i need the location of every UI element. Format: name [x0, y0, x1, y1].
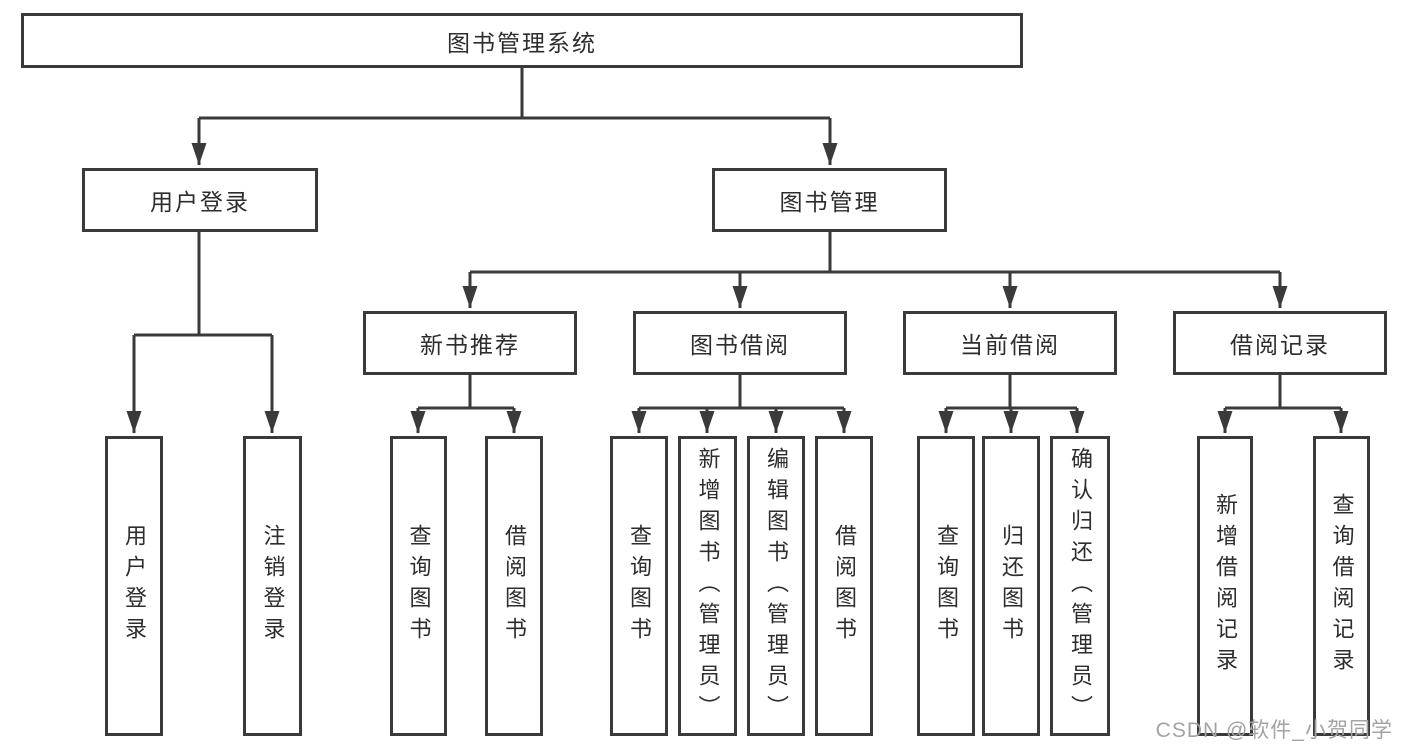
node-new-book-recommend-label: 新书推荐: [420, 332, 520, 358]
node-root-label: 图书管理系统: [447, 29, 597, 56]
node-current-borrowing-label: 当前借阅: [960, 332, 1060, 358]
node-book-management-label: 图书管理: [779, 189, 880, 215]
leaf-label: 确认归还（管理员）: [1068, 446, 1093, 726]
leaf-label: 查询图书: [934, 524, 959, 648]
node-user-login-label: 用户登录: [150, 189, 250, 215]
leaf-label: 编辑图书（管理员）: [764, 446, 789, 726]
node-borrow-records: 借阅记录: [1173, 311, 1387, 375]
node-leaf-add-books-admin: 新增图书（管理员）: [678, 436, 737, 736]
node-leaf-query-books-2: 查询图书: [610, 436, 668, 736]
leaf-label: 查询图书: [627, 524, 652, 648]
node-borrow-records-label: 借阅记录: [1230, 332, 1330, 358]
leaf-label: 查询图书: [406, 524, 432, 648]
node-leaf-borrow-books-1: 借阅图书: [485, 436, 543, 736]
node-leaf-edit-books-admin: 编辑图书（管理员）: [747, 436, 805, 736]
node-leaf-logout: 注销登录: [243, 436, 302, 736]
leaf-label: 注销登录: [260, 524, 286, 648]
node-book-borrowing: 图书借阅: [633, 311, 847, 375]
watermark: CSDN @软件_小贺同学: [1155, 719, 1393, 742]
node-root: 图书管理系统: [21, 13, 1023, 68]
node-new-book-recommend: 新书推荐: [363, 311, 577, 375]
leaf-label: 归还图书: [999, 524, 1024, 648]
leaf-label: 用户登录: [122, 524, 147, 648]
node-book-management: 图书管理: [712, 168, 947, 232]
node-leaf-borrow-books-2: 借阅图书: [815, 436, 873, 736]
node-leaf-query-books-1: 查询图书: [390, 436, 447, 736]
node-leaf-return-books: 归还图书: [982, 436, 1040, 736]
node-leaf-query-books-3: 查询图书: [917, 436, 975, 736]
leaf-label: 借阅图书: [832, 524, 857, 648]
node-leaf-user-login: 用户登录: [105, 436, 163, 736]
node-leaf-add-borrow-record: 新增借阅记录: [1197, 436, 1253, 736]
node-book-borrowing-label: 图书借阅: [690, 332, 790, 358]
node-leaf-confirm-return-admin: 确认归还（管理员）: [1050, 436, 1110, 736]
node-current-borrowing: 当前借阅: [903, 311, 1117, 375]
node-user-login: 用户登录: [82, 168, 318, 232]
leaf-label: 借阅图书: [502, 524, 527, 648]
leaf-label: 新增图书（管理员）: [695, 446, 721, 726]
leaf-label: 新增借阅记录: [1213, 493, 1238, 679]
leaf-label: 查询借阅记录: [1329, 493, 1355, 679]
node-leaf-query-borrow-record: 查询借阅记录: [1313, 436, 1370, 736]
